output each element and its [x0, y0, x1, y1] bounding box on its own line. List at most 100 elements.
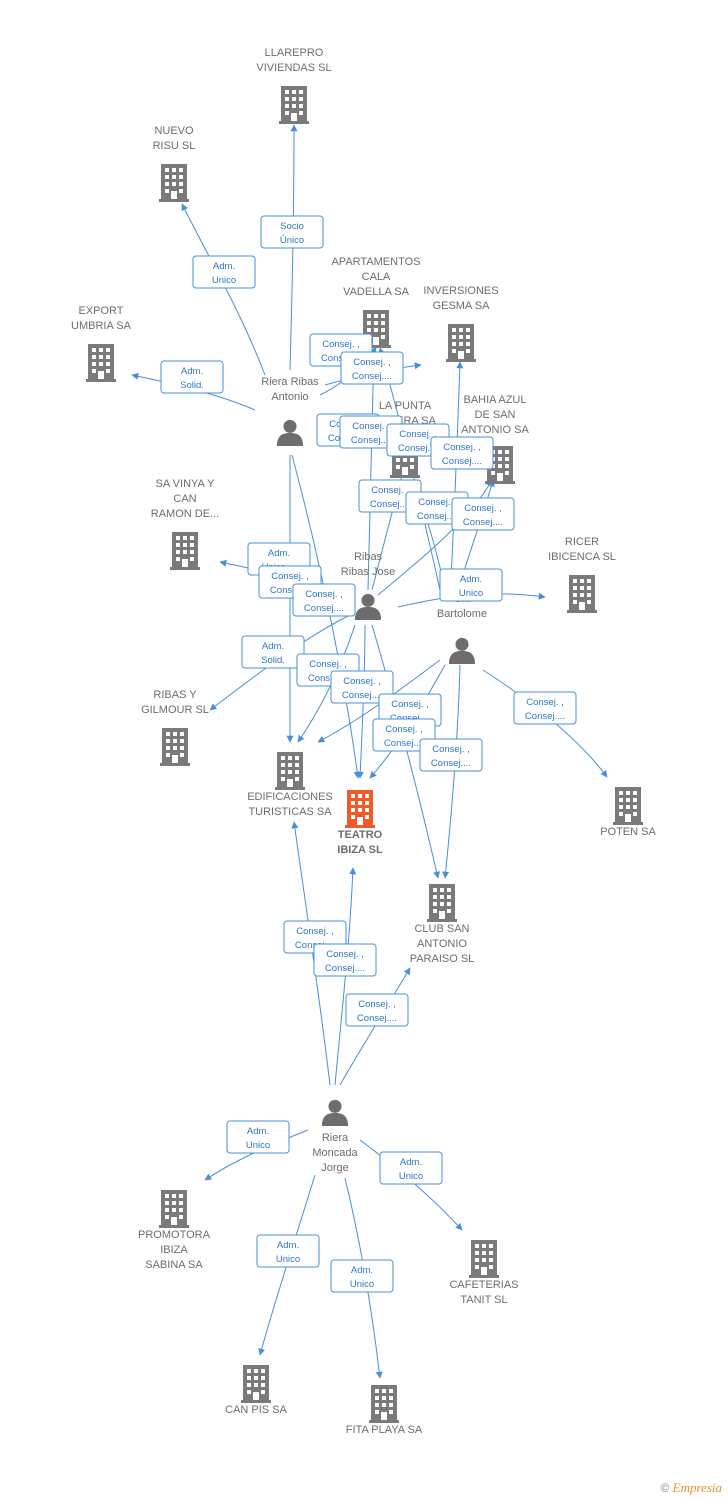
relation-label-r30[interactable]: Adm.Unico — [330, 1259, 394, 1293]
relation-text: Consej. , — [432, 744, 470, 755]
copyright-symbol: © — [660, 1481, 670, 1495]
company-label-bahia: BAHIA AZUL — [464, 394, 527, 406]
relation-text: Adm. — [213, 261, 235, 272]
company-node-edificaciones[interactable]: EDIFICACIONES TURISTICAS SA — [247, 752, 333, 818]
relation-label-r5[interactable]: Consej. ,Consej.... — [340, 351, 404, 385]
relation-text: Consej.... — [342, 690, 382, 701]
relation-text: Consej.... — [417, 511, 457, 522]
building-icon — [275, 752, 305, 790]
relation-box — [160, 360, 224, 394]
company-label-cafeterias: CAFETERIAS — [449, 1279, 518, 1291]
relation-label-r29[interactable]: Adm.Unico — [256, 1234, 320, 1268]
relation-label-r17[interactable]: Adm.Solid. — [241, 635, 305, 669]
relation-text: Unico — [276, 1254, 300, 1265]
relation-label-r23[interactable]: Consej. ,Consej.... — [513, 691, 577, 725]
company-node-canpis[interactable]: CAN PIS SA — [225, 1365, 288, 1416]
company-label-promotora: SABINA SA — [145, 1259, 203, 1271]
relation-label-r15[interactable]: Consej. ,Consej.... — [292, 583, 356, 617]
person-label-rieramoncada: Jorge — [321, 1162, 349, 1174]
person-label-rieramoncada: Moncada — [312, 1147, 358, 1159]
company-label-clubsan: CLUB SAN — [414, 923, 469, 935]
building-icon — [159, 1190, 189, 1228]
relation-text: Adm. — [460, 574, 482, 585]
relation-text: Consej. , — [443, 442, 481, 453]
company-label-cafeterias: TANIT SL — [460, 1294, 507, 1306]
company-label-edificaciones: TURISTICAS SA — [248, 806, 332, 818]
relation-label-r19[interactable]: Consej. , Consej.... — [330, 670, 394, 704]
building-icon — [345, 790, 375, 828]
edge-rierariba-teatro — [291, 454, 361, 779]
relation-label-r2[interactable]: Adm.Unico — [192, 255, 256, 289]
building-icon — [567, 575, 597, 613]
relation-text: Consej.... — [370, 499, 410, 510]
relation-box — [313, 943, 377, 977]
company-label-edificaciones: EDIFICACIONES — [247, 791, 333, 803]
relation-box — [192, 255, 256, 289]
relation-label-r3[interactable]: Adm.Solid. — [160, 360, 224, 394]
company-node-cafeterias[interactable]: CAFETERIAS TANIT SL — [449, 1240, 519, 1306]
building-icon — [159, 164, 189, 202]
company-label-apart: CALA — [362, 271, 391, 283]
relation-label-r22[interactable]: Consej. , Consej.... — [419, 738, 483, 772]
relation-text: Consej.... — [398, 443, 438, 454]
edge-bartolome-clubsan — [442, 664, 461, 879]
relation-box — [226, 1120, 290, 1154]
relation-text: Único — [280, 235, 304, 246]
relation-text: Consej. , — [391, 699, 429, 710]
company-label-bahia: ANTONIO SA — [461, 424, 529, 436]
relation-label-r16[interactable]: Adm.Unico — [439, 568, 503, 602]
company-label-apart: APARTAMENTOS — [331, 256, 420, 268]
relation-text: Consej. , — [352, 421, 390, 432]
edge-ribasjose-edificaciones — [297, 624, 356, 743]
company-node-poten[interactable]: POTEN SA — [600, 787, 656, 838]
relation-text: Consej. , — [464, 503, 502, 514]
relation-text: Consej.... — [357, 1013, 397, 1024]
relation-text: Consej. , — [343, 676, 381, 687]
company-label-lapunta: LA PUNTA — [379, 400, 432, 412]
relation-text: Consej.... — [351, 435, 391, 446]
relation-text: Consej.... — [308, 673, 348, 684]
relation-label-r25[interactable]: Consej. ,Consej.... — [313, 943, 377, 977]
company-label-ricer: RICER — [565, 536, 599, 548]
brand-name: Empresia — [672, 1480, 722, 1495]
relation-text: Consej.... — [431, 758, 471, 769]
relation-label-r26[interactable]: Consej. ,Consej.... — [345, 993, 409, 1027]
relation-box — [241, 635, 305, 669]
building-icon — [369, 1385, 399, 1423]
edge-ribasjose-bahia — [377, 479, 493, 596]
edge-ribasjose-clubsan — [371, 624, 440, 879]
building-icon — [170, 532, 200, 570]
relation-label-r9[interactable]: Consej. ,Consej.... — [430, 436, 494, 470]
relation-text: Consej. , — [371, 485, 409, 496]
relation-box — [430, 436, 494, 470]
relation-text: Consej. , — [385, 724, 423, 735]
relation-label-r28[interactable]: Adm.Unico — [379, 1151, 443, 1185]
relation-text: Adm. — [247, 1126, 269, 1137]
relation-text: Adm. — [351, 1265, 373, 1276]
company-label-poten: POTEN SA — [600, 826, 656, 838]
relation-label-r27[interactable]: Adm.Unico — [226, 1120, 290, 1154]
relation-text: Consej.... — [270, 585, 310, 596]
person-icon — [354, 593, 382, 620]
person-label-rieramoncada: Riera — [322, 1132, 349, 1144]
building-icon — [613, 787, 643, 825]
company-node-fitaplaya[interactable]: FITA PLAYA SA — [346, 1385, 423, 1436]
relation-label-r12[interactable]: Consej. ,Consej.... — [451, 497, 515, 531]
